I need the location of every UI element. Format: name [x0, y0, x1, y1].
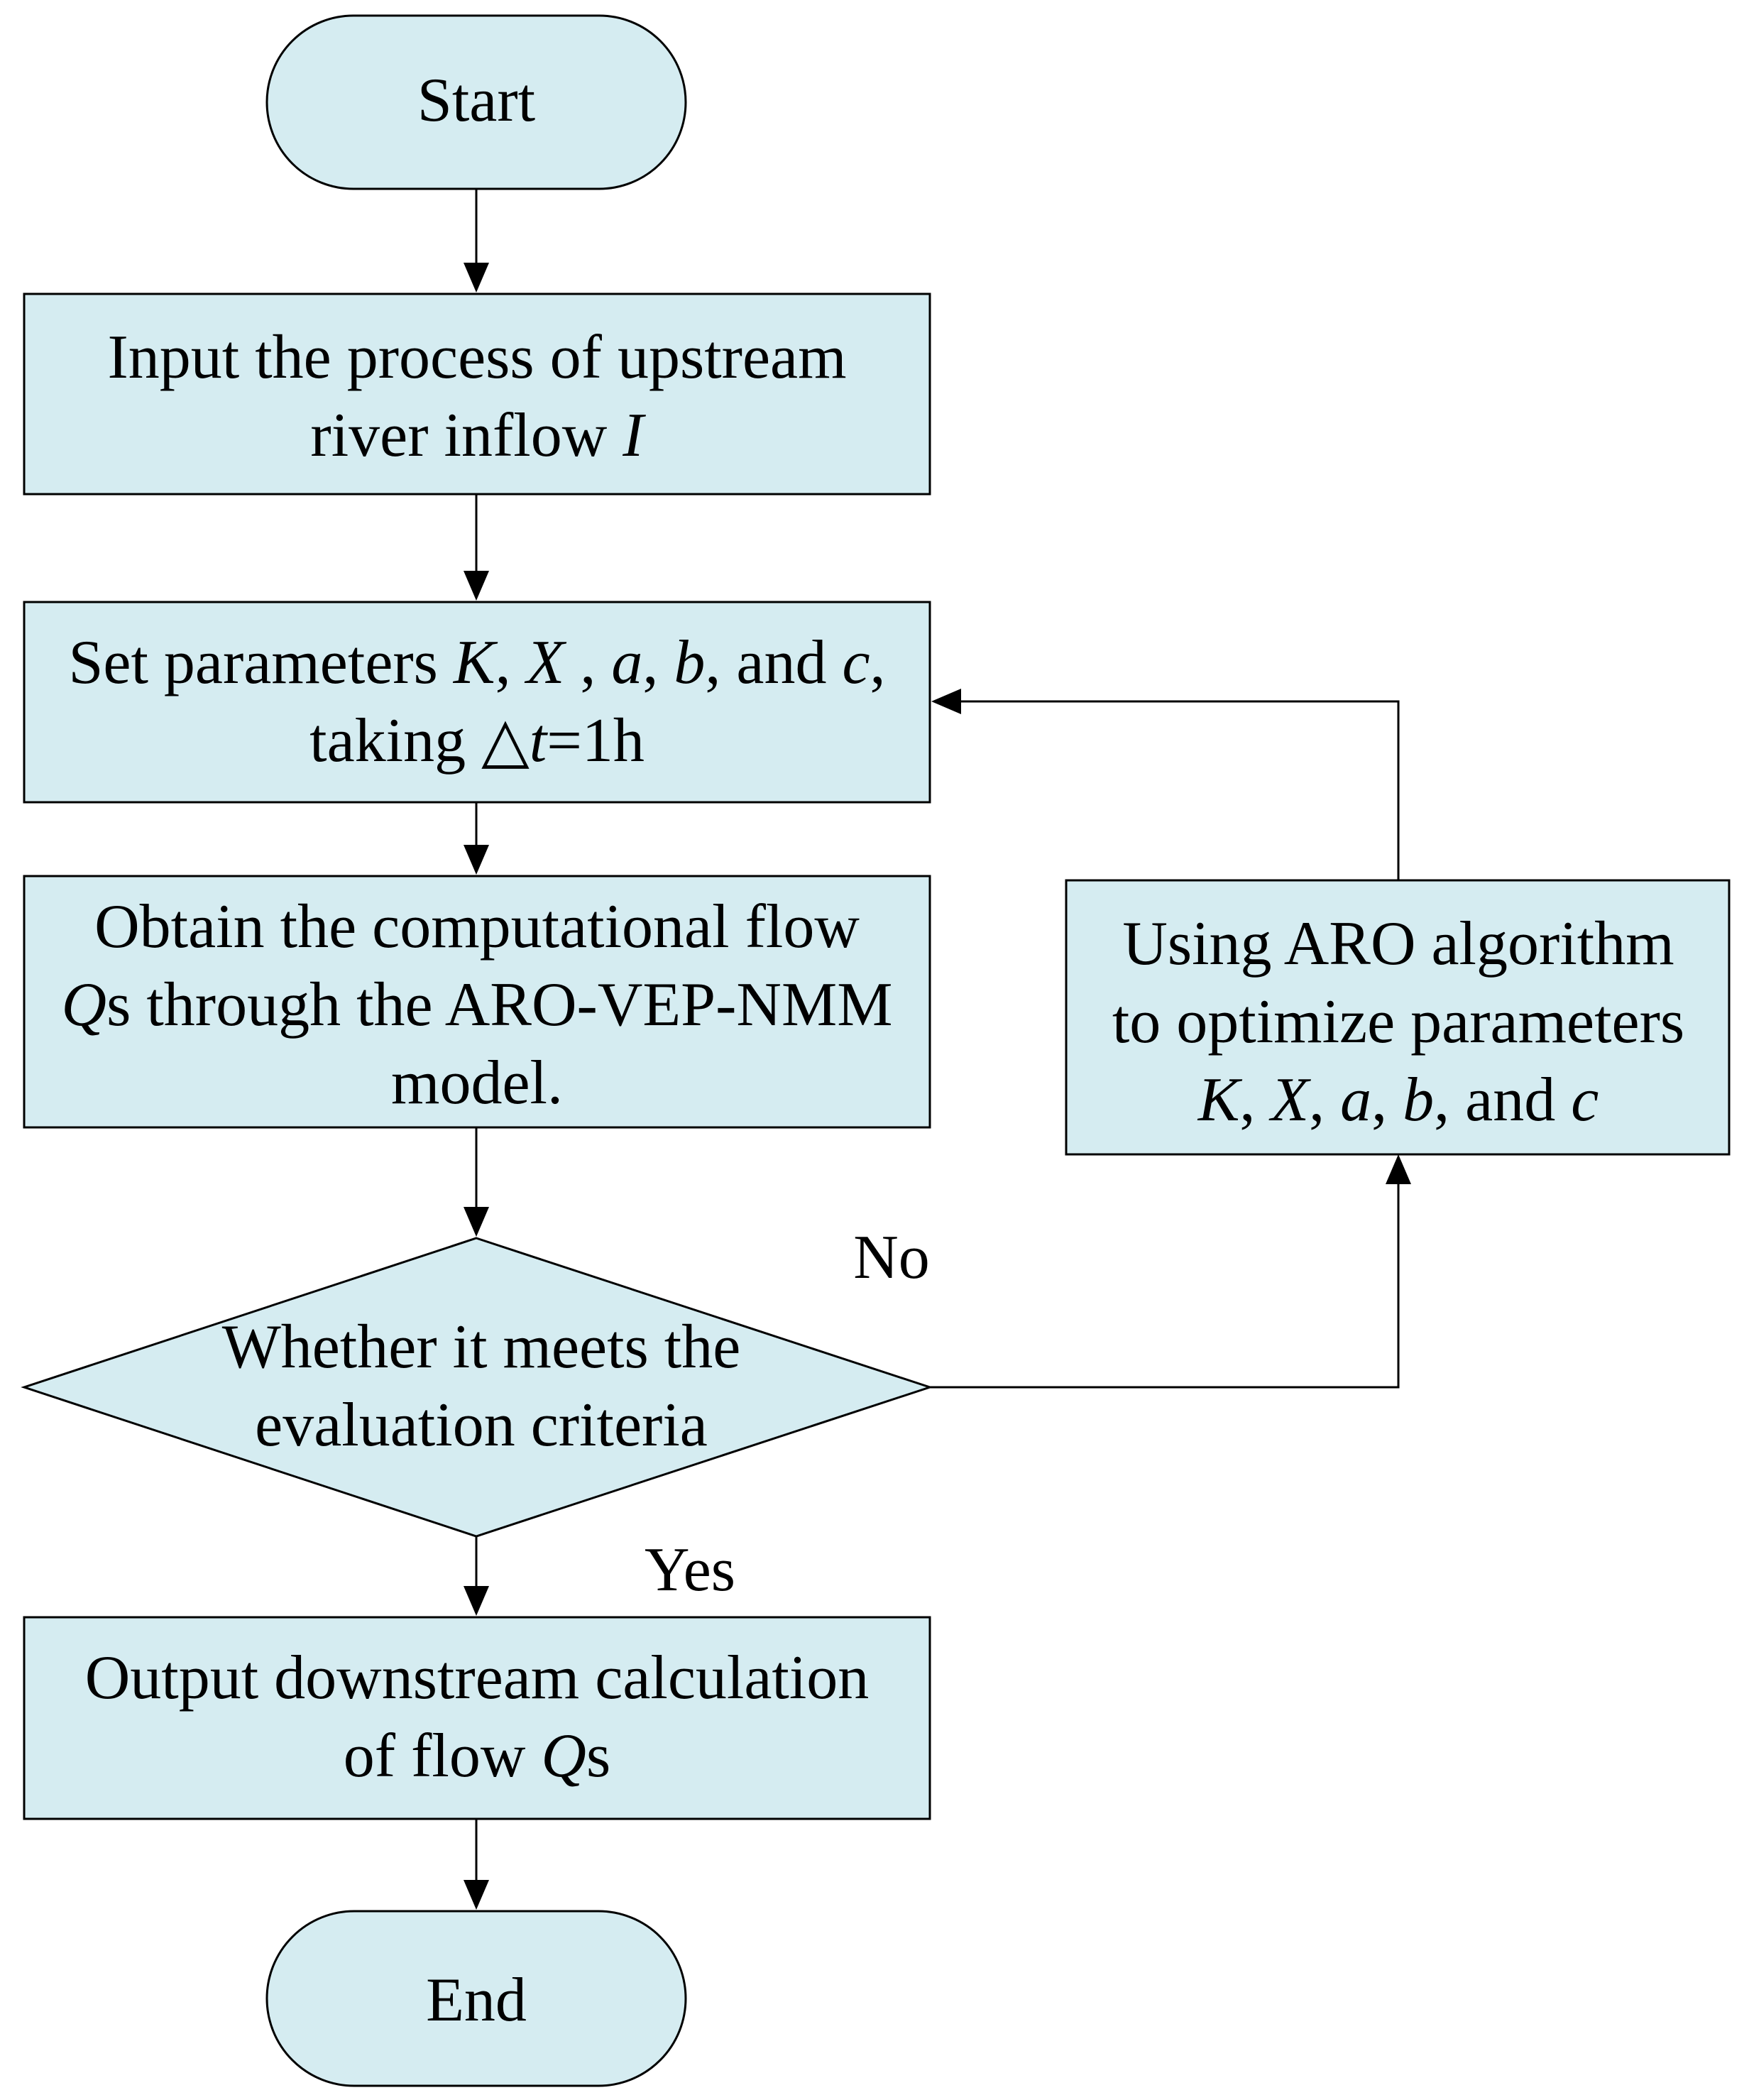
- decision-node: Whether it meets the evaluation criteria: [21, 1237, 933, 1538]
- sep: , and: [705, 628, 842, 697]
- flow-variable-q: Q: [541, 1722, 586, 1790]
- end-label: End: [426, 1966, 527, 2035]
- param-c: c: [1571, 1066, 1599, 1134]
- set-parameters-line-2: taking △t=1h: [309, 706, 645, 775]
- yes-label: Yes: [645, 1536, 735, 1604]
- obtain-line-3: model.: [391, 1049, 563, 1117]
- arrow-output-to-end: [464, 1819, 489, 1910]
- flow-variable-q: Q: [62, 970, 107, 1039]
- sep: ,: [642, 628, 674, 697]
- input-line-2: river inflow I: [310, 401, 646, 470]
- arrow-start-to-input: [464, 189, 489, 292]
- set-parameters-node: Set parameters K, X , a, b, and c, takin…: [23, 601, 931, 804]
- output-line-2-text: of flow: [344, 1722, 542, 1790]
- time-step-value: =1h: [547, 706, 645, 775]
- output-node: Output downstream calculation of flow Qs: [23, 1616, 931, 1820]
- optimize-line-1: Using ARO algorithm: [1122, 909, 1674, 978]
- set-parameters-line-1: Set parameters K, X , a, b, and c,: [68, 628, 885, 697]
- start-label: Start: [417, 66, 535, 135]
- input-line-1: Input the process of upstream: [107, 323, 846, 392]
- param-a: a: [611, 628, 642, 697]
- sep: ,: [1309, 1066, 1340, 1134]
- arrow-yes-to-output: [464, 1536, 489, 1616]
- flow-subscript: s: [586, 1722, 610, 1790]
- decision-line-2: evaluation criteria: [255, 1391, 708, 1460]
- sep: ,: [564, 628, 611, 697]
- param-a: a: [1340, 1066, 1371, 1134]
- sep: ,: [1239, 1066, 1271, 1134]
- sep: , and: [1434, 1066, 1571, 1134]
- sep: ,: [870, 628, 886, 697]
- param-b: b: [1403, 1066, 1434, 1134]
- arrow-no-to-optimize: [930, 1154, 1411, 1389]
- start-node: Start: [265, 14, 687, 190]
- param-k: K: [452, 628, 498, 697]
- end-node: End: [265, 1910, 687, 2087]
- output-line-2: of flow Qs: [344, 1722, 610, 1790]
- input-node: Input the process of upstream river infl…: [23, 292, 931, 496]
- no-label: No: [853, 1223, 930, 1292]
- obtain-line-2: Qs through the ARO-VEP-NMM: [62, 970, 893, 1039]
- param-x: X: [525, 628, 567, 697]
- decision-line-1: Whether it meets the: [222, 1313, 741, 1382]
- output-line-1: Output downstream calculation: [85, 1644, 870, 1712]
- arrow-optimize-to-params: [931, 689, 1400, 880]
- sep: ,: [1371, 1066, 1403, 1134]
- optimize-node: Using ARO algorithm to optimize paramete…: [1065, 879, 1731, 1156]
- set-parameters-text: Set parameters: [68, 628, 453, 697]
- arrow-obtain-to-decision: [464, 1127, 489, 1237]
- param-c: c: [842, 628, 870, 697]
- obtain-line-1: Obtain the computational flow: [94, 892, 860, 961]
- arrow-input-to-params: [464, 494, 489, 601]
- arrow-params-to-obtain: [464, 802, 489, 875]
- time-variable: t: [530, 706, 549, 775]
- inflow-variable: I: [622, 401, 646, 470]
- input-line-2-text: river inflow: [310, 401, 623, 470]
- param-x: X: [1268, 1066, 1311, 1134]
- optimize-line-3: K, X, a, b, and c: [1197, 1066, 1599, 1134]
- taking-delta-text: taking △: [309, 706, 530, 775]
- param-b: b: [674, 628, 705, 697]
- sep: ,: [495, 628, 527, 697]
- obtain-line-2-text: s through the ARO-VEP-NMM: [106, 970, 892, 1039]
- param-k: K: [1197, 1066, 1243, 1134]
- obtain-flow-node: Obtain the computational flow Qs through…: [23, 875, 931, 1129]
- optimize-line-2: to optimize parameters: [1112, 988, 1684, 1056]
